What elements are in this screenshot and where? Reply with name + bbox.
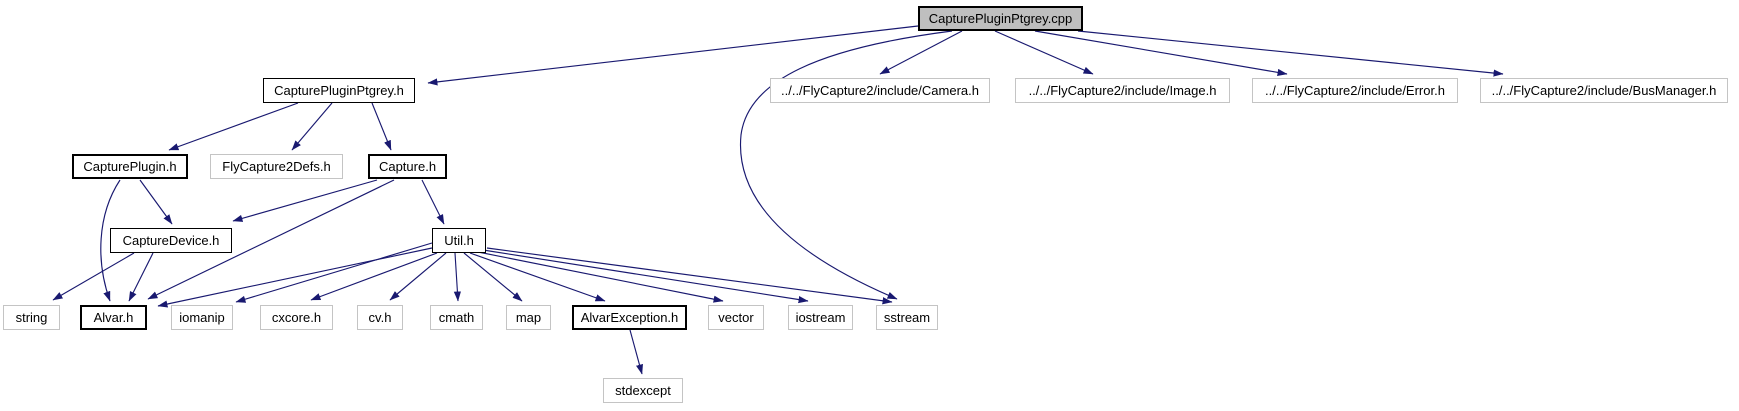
node-sstream: sstream xyxy=(876,305,938,330)
edge-util-h-to-cxcore-h xyxy=(310,252,438,301)
node-iostream: iostream xyxy=(788,305,853,330)
edge-util-h-to-map xyxy=(463,252,523,302)
edge-captureplugin-ptgrey-h-to-capture-h xyxy=(371,102,392,151)
node-cxcore-h: cxcore.h xyxy=(260,305,333,330)
edge-captureplugin-ptgrey-cpp-to-sstream xyxy=(739,30,953,300)
edge-util-h-to-iostream xyxy=(482,249,809,304)
edge-util-h-to-cv-h xyxy=(389,252,447,301)
node-string: string xyxy=(3,305,60,330)
node-iomanip: iomanip xyxy=(171,305,233,330)
edge-captureplugin-h-to-capturedevice-h xyxy=(139,179,173,225)
node-cv-h: cv.h xyxy=(357,305,403,330)
node-busmanager-h: ../../FlyCapture2/include/BusManager.h xyxy=(1480,78,1728,103)
node-error-h: ../../FlyCapture2/include/Error.h xyxy=(1252,78,1458,103)
edge-captureplugin-h-to-alvar-h xyxy=(100,179,121,302)
edge-capture-h-to-util-h xyxy=(421,179,445,225)
node-cmath: cmath xyxy=(430,305,483,330)
edge-alvarexception-h-to-stdexcept xyxy=(629,329,643,375)
edge-captureplugin-ptgrey-cpp-to-image-h xyxy=(994,30,1094,75)
edge-captureplugin-ptgrey-cpp-to-busmanager-h xyxy=(1077,30,1504,77)
node-captureplugin-ptgrey-h[interactable]: CapturePluginPtgrey.h xyxy=(263,78,415,103)
node-capture-h[interactable]: Capture.h xyxy=(368,154,447,179)
edge-util-h-to-vector xyxy=(477,251,724,303)
node-camera-h: ../../FlyCapture2/include/Camera.h xyxy=(770,78,990,103)
edge-capture-h-to-capturedevice-h xyxy=(232,179,378,222)
edge-captureplugin-ptgrey-cpp-to-camera-h xyxy=(879,30,963,75)
node-map: map xyxy=(506,305,551,330)
edge-util-h-to-alvarexception-h xyxy=(469,252,606,302)
edge-capturedevice-h-to-alvar-h xyxy=(128,252,154,302)
edge-util-h-to-alvar-h xyxy=(157,247,433,308)
node-util-h[interactable]: Util.h xyxy=(432,228,486,253)
node-vector: vector xyxy=(708,305,764,330)
edge-util-h-to-iomanip xyxy=(235,242,433,303)
node-captureplugin-ptgrey-cpp: CapturePluginPtgrey.cpp xyxy=(918,6,1083,31)
node-alvarexception-h[interactable]: AlvarException.h xyxy=(572,305,687,330)
edge-captureplugin-ptgrey-h-to-flycapture2defs-h xyxy=(291,102,333,151)
node-image-h: ../../FlyCapture2/include/Image.h xyxy=(1015,78,1230,103)
node-flycapture2defs-h: FlyCapture2Defs.h xyxy=(210,154,343,179)
edge-captureplugin-ptgrey-cpp-to-error-h xyxy=(1034,30,1288,76)
node-captureplugin-h[interactable]: CapturePlugin.h xyxy=(72,154,188,179)
node-stdexcept: stdexcept xyxy=(603,378,683,403)
node-alvar-h[interactable]: Alvar.h xyxy=(80,305,147,330)
edge-util-h-to-cmath xyxy=(453,252,462,302)
edge-capture-h-to-alvar-h xyxy=(147,179,395,300)
edge-capturedevice-h-to-string xyxy=(52,252,135,301)
edge-util-h-to-sstream xyxy=(486,247,893,305)
edge-captureplugin-ptgrey-cpp-to-captureplugin-ptgrey-h xyxy=(427,25,919,86)
node-capturedevice-h[interactable]: CaptureDevice.h xyxy=(110,228,232,253)
edge-captureplugin-ptgrey-h-to-captureplugin-h xyxy=(168,102,299,151)
